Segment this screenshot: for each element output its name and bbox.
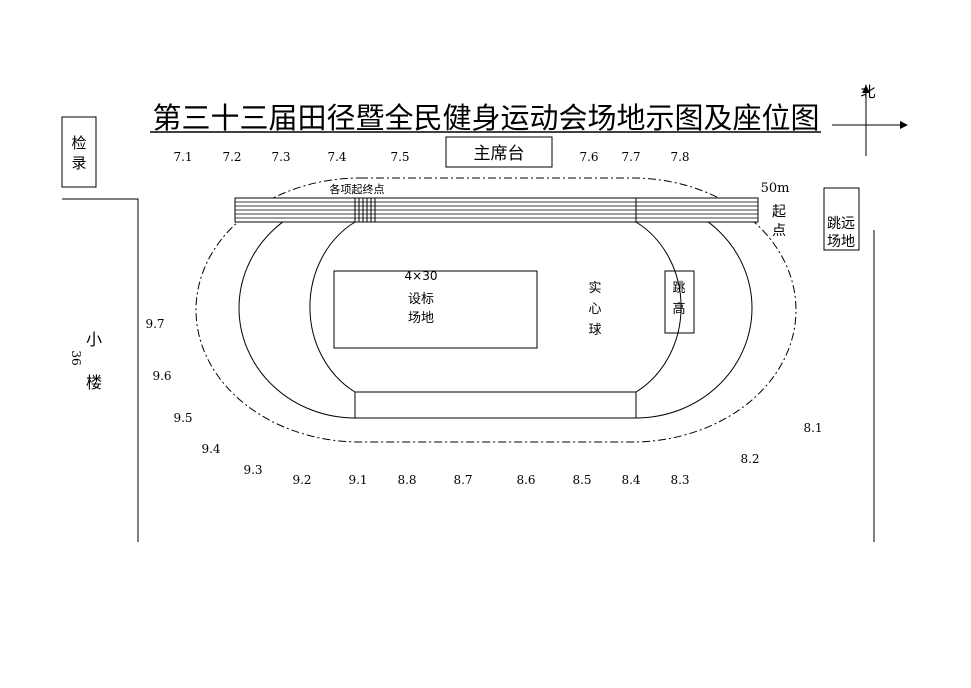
seat-label: 8.5 (572, 473, 591, 487)
field-4x30-line3: 场地 (408, 311, 434, 326)
start-50m-char-2: 点 (772, 223, 786, 239)
seat-label: 9.6 (152, 369, 171, 383)
seat-label: 9.5 (173, 411, 192, 425)
checkin-box (61, 116, 97, 188)
seat-label: 9.1 (348, 473, 367, 487)
long-jump-label-2: 场地 (827, 234, 855, 250)
north-compass: 北 (832, 83, 908, 156)
seat-label: 7.1 (173, 150, 192, 164)
left-boundary (62, 198, 139, 542)
page-title: 第三十三届田径暨全民健身运动会场地示图及座位图 (152, 101, 819, 135)
seat-label: 7.2 (222, 150, 241, 164)
seat-label: 9.3 (243, 463, 262, 477)
north-label: 北 (860, 83, 875, 101)
seat-label: 9.7 (145, 317, 164, 331)
seat-label: 8.7 (453, 473, 472, 487)
seat-label: 7.8 (670, 150, 689, 164)
rostrum-box (445, 136, 553, 168)
long-jump-label-1: 跳远 (827, 216, 855, 232)
seats-left: 9.7 9.6 9.5 9.4 9.3 (145, 317, 262, 477)
seats-bottom: 9.2 9.1 8.8 8.7 8.6 8.5 8.4 8.3 (292, 473, 689, 487)
sprint-lanes (234, 197, 759, 223)
start-finish-label: 各项起终点 (330, 182, 385, 196)
arrow-up-icon (862, 85, 870, 93)
checkin-label-2: 录 (71, 154, 86, 172)
seat-label: 7.6 (579, 150, 598, 164)
seat-label: 9.4 (201, 442, 220, 456)
seat-label: 8.1 (803, 421, 822, 435)
field-4x30-line2: 设标 (408, 292, 434, 307)
high-jump-char-2: 高 (672, 301, 685, 317)
seats-right: 8.2 8.1 (740, 421, 822, 466)
high-jump-box (664, 270, 695, 334)
arrow-right-icon (900, 121, 908, 129)
start-50m-distance: 50m (761, 181, 790, 196)
checkin-label-1: 检 (71, 134, 86, 152)
seat-label: 8.8 (397, 473, 416, 487)
small-building-char-1: 小 (86, 330, 102, 349)
bottom-straight-block (354, 391, 637, 419)
track-inner-line (309, 221, 682, 393)
shot-put-char-3: 球 (588, 323, 601, 338)
field-4x30-line1: 4×30 (405, 269, 438, 283)
field-4x30-box (333, 270, 538, 349)
high-jump-char-1: 跳 (672, 281, 685, 296)
rostrum-label: 主席台 (474, 144, 525, 164)
small-building-char-2: 楼 (86, 373, 102, 392)
long-jump-box (823, 187, 860, 251)
seat-label: 8.2 (740, 452, 759, 466)
seat-label: 7.4 (327, 150, 346, 164)
shot-put-char-2: 心 (588, 302, 601, 317)
outer-dashdot-boundary (195, 177, 797, 443)
seat-label: 8.4 (621, 473, 640, 487)
seat-label: 7.7 (621, 150, 640, 164)
start-50m-char-1: 起 (772, 204, 786, 220)
seat-label: 8.3 (670, 473, 689, 487)
shot-put-char-1: 实 (588, 281, 601, 296)
seat-label: 9.2 (292, 473, 311, 487)
seat-label: 7.5 (390, 150, 409, 164)
seat-label: 7.3 (271, 150, 290, 164)
small-building-number: 36 (69, 350, 83, 365)
seat-label: 8.6 (516, 473, 535, 487)
seats-top: 7.1 7.2 7.3 7.4 7.5 7.6 7.7 7.8 (173, 150, 689, 164)
